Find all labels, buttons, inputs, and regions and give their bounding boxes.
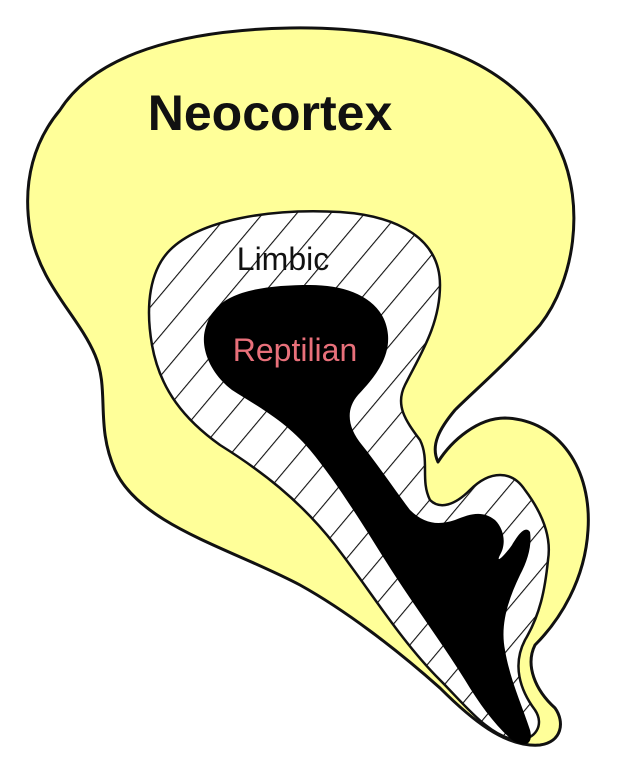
neocortex-label: Neocortex (148, 85, 393, 141)
reptilian-label: Reptilian (233, 332, 358, 368)
limbic-label: Limbic (237, 241, 329, 277)
